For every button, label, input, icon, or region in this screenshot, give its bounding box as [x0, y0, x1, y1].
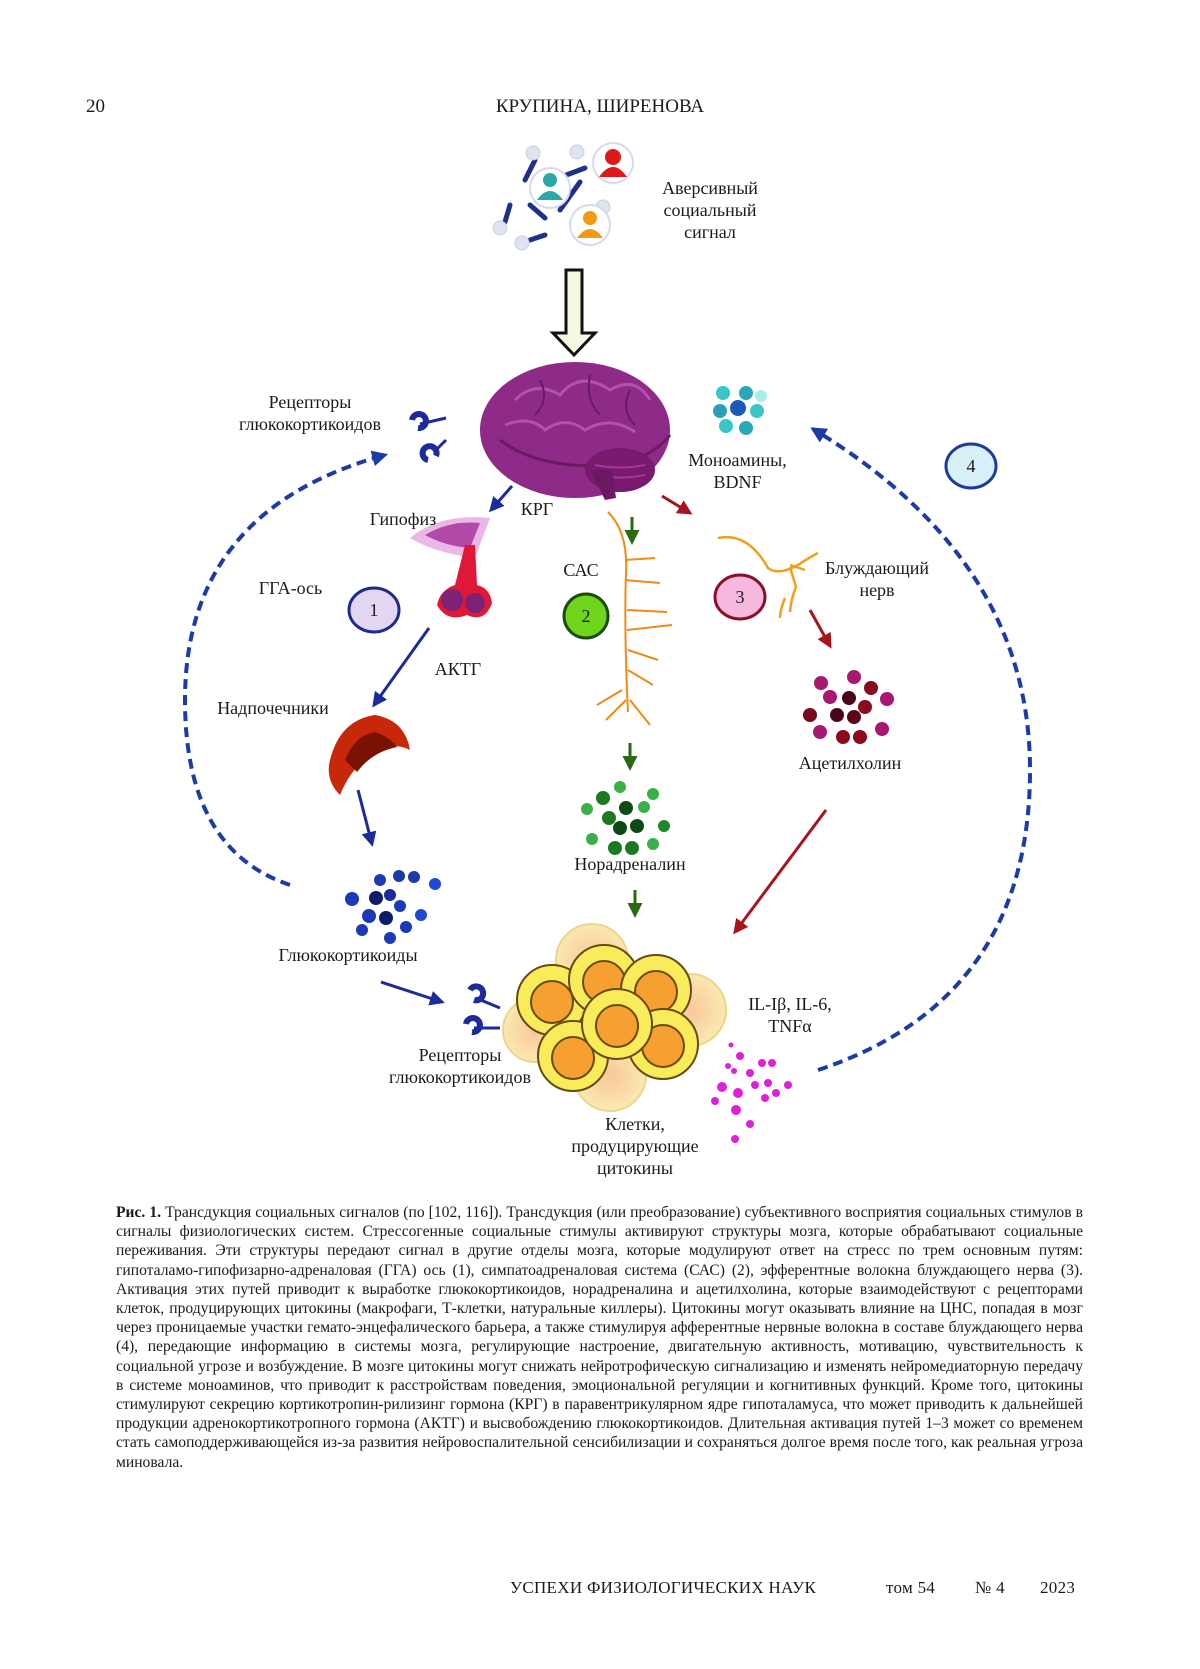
caption-text: Трансдукция социальных сигналов (по [102… — [116, 1204, 1083, 1471]
footer-issue: № 4 — [975, 1578, 1005, 1598]
pathway-number-4: 4 — [951, 455, 991, 477]
label-monoamines: Моноамины, BDNF — [670, 449, 805, 493]
footer-volume: том 54 — [886, 1578, 935, 1598]
pathway-number-3: 3 — [720, 586, 760, 608]
monoamine-dots — [713, 386, 767, 435]
dashed-feedback-right — [813, 429, 1030, 1070]
label-acth: АКТГ — [428, 658, 488, 680]
adrenal-to-gc-arrow — [358, 790, 372, 844]
brain-icon — [480, 362, 670, 500]
label-glucocorticoids: Глюкокортикоиды — [268, 944, 428, 966]
gc-receptor-icons-bottom — [466, 986, 500, 1032]
label-gc-receptors-bottom: Рецепторы глюкокортикоидов — [375, 1044, 545, 1088]
social-network-icon — [493, 143, 633, 250]
noradrenaline-dots — [581, 781, 670, 855]
pathway-number-1: 1 — [354, 599, 394, 621]
big-down-arrow — [553, 270, 595, 355]
acth-arrow — [374, 628, 429, 705]
cytokine-dots — [711, 1043, 792, 1144]
dashed-feedback-left — [185, 455, 385, 885]
pituitary-icon — [410, 517, 492, 617]
label-vagus-nerve: Блуждающий нерв — [817, 557, 937, 601]
label-aversive-signal: Аверсивный социальный сигнал — [640, 177, 780, 243]
adrenal-gland-icon — [329, 715, 410, 795]
label-cytokine-cells: Клетки, продуцирующие цитокины — [555, 1113, 715, 1179]
acetylcholine-dots — [803, 670, 894, 744]
footer-year: 2023 — [1040, 1578, 1075, 1598]
figure-caption: Рис. 1. Трансдукция социальных сигналов … — [116, 1203, 1083, 1472]
label-adrenals: Надпочечники — [208, 697, 338, 719]
crh-arrow — [491, 486, 512, 510]
caption-label: Рис. 1. — [116, 1204, 161, 1221]
gc-receptor-icons-top — [412, 414, 446, 460]
label-crh: КРГ — [512, 498, 562, 520]
footer-journal: УСПЕХИ ФИЗИОЛОГИЧЕСКИХ НАУК — [510, 1578, 816, 1598]
pathway-number-2: 2 — [566, 605, 606, 627]
label-cytokines: IL-Iβ, IL-6, TNFα — [730, 993, 850, 1037]
glucocorticoid-dots — [345, 870, 441, 944]
label-acetylcholine: Ацетилхолин — [785, 752, 915, 774]
gc-to-receptor-arrow — [381, 982, 442, 1002]
label-sas: САС — [556, 559, 606, 581]
label-hpa-axis: ГГА-ось — [248, 577, 333, 599]
label-pituitary: Гипофиз — [358, 508, 448, 530]
label-gc-receptors-top: Рецепторы глюкокортикоидов — [225, 391, 395, 435]
label-noradrenaline: Норадреналин — [560, 853, 700, 875]
